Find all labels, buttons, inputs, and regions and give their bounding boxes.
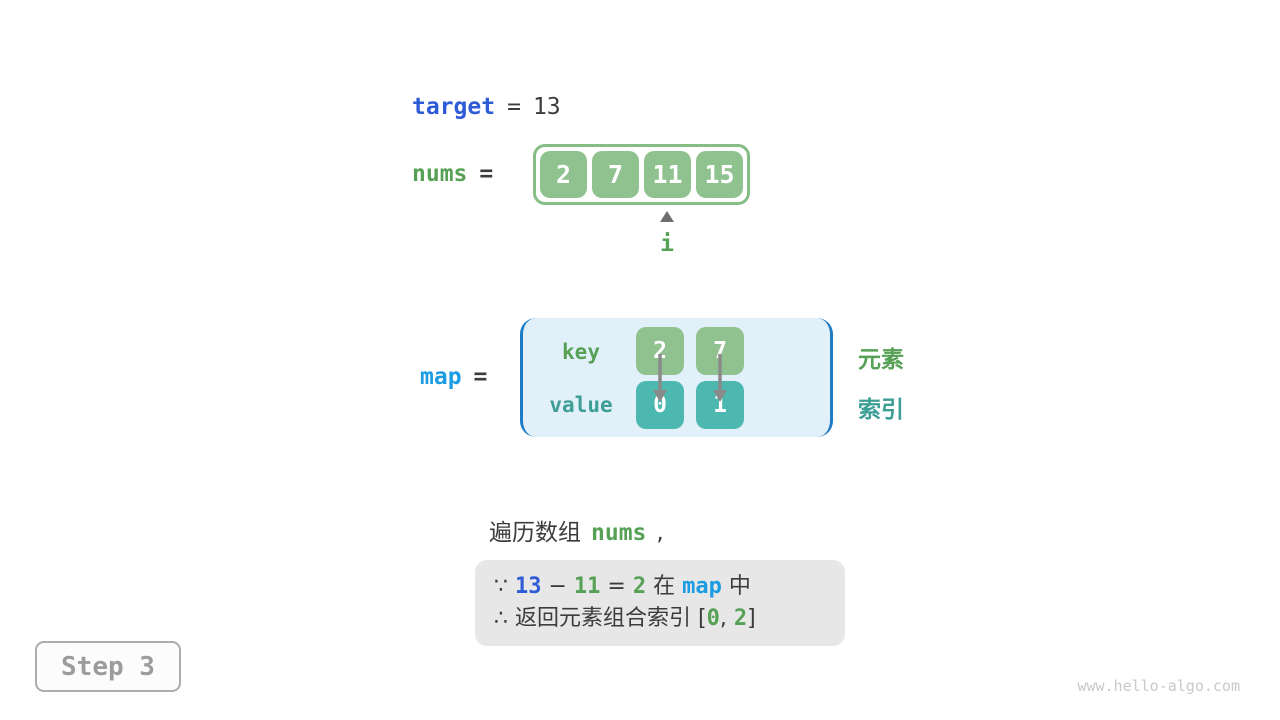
index-pointer-arrow-icon <box>660 211 674 222</box>
caption-suffix: , <box>656 520 664 546</box>
text-segment: ∵ <box>494 574 515 599</box>
text-segment: 0 <box>706 606 720 631</box>
array-cell: 11 <box>644 151 691 198</box>
text-segment: 2 <box>733 606 748 631</box>
map-key-cell: 2 <box>636 327 684 375</box>
step-badge: Step 3 <box>35 641 181 692</box>
text-segment: 2 <box>632 574 647 599</box>
note-line-1: ∵ 13 − 11 = 2 在 map 中 <box>494 571 826 603</box>
array-cell: 7 <box>592 151 639 198</box>
text-segment: , <box>719 606 734 631</box>
watermark: www.hello-algo.com <box>1077 677 1240 695</box>
element-side-label: 元素 <box>858 347 904 373</box>
map-container: key value 2 7 0 1 <box>520 318 833 437</box>
equals-sign: = <box>479 161 494 187</box>
text-segment: map <box>682 574 722 599</box>
text-segment: 在 <box>646 574 683 599</box>
map-value-cell: 0 <box>636 381 684 429</box>
target-keyword: target <box>412 94 496 120</box>
index-pointer-label: i <box>660 231 674 257</box>
text-segment: = <box>600 574 633 599</box>
value-row-label: value <box>549 393 613 417</box>
index-side-label: 索引 <box>858 397 904 423</box>
conclusion-note-box: ∵ 13 − 11 = 2 在 map 中 ∴ 返回元素组合索引 [0, 2] <box>475 560 845 646</box>
caption-prefix: 遍历数组 <box>489 520 581 546</box>
map-line-label: map = <box>420 364 487 390</box>
map-key-cell: 7 <box>696 327 744 375</box>
note-line-2: ∴ 返回元素组合索引 [0, 2] <box>494 603 826 635</box>
text-segment: 13 <box>515 574 542 599</box>
target-line: target = 13 <box>412 94 561 120</box>
equals-sign: = <box>507 94 521 120</box>
text-segment: − <box>541 574 574 599</box>
array-cell: 15 <box>696 151 743 198</box>
equals-sign: = <box>473 364 488 390</box>
caption-sentence: 遍历数组 nums , <box>489 513 664 547</box>
text-segment: 11 <box>573 574 601 599</box>
key-row-label: key <box>562 340 600 364</box>
text-segment: ∴ 返回元素组合索引 [ <box>494 606 707 631</box>
array-cell: 2 <box>540 151 587 198</box>
text-segment: 中 <box>721 574 751 599</box>
nums-line-label: nums = <box>412 161 493 187</box>
caption-code: nums <box>591 520 647 546</box>
nums-keyword: nums <box>412 161 468 187</box>
text-segment: ] <box>747 606 756 631</box>
map-keyword: map <box>420 364 462 390</box>
target-value: 13 <box>532 94 561 120</box>
map-value-cell: 1 <box>696 381 744 429</box>
